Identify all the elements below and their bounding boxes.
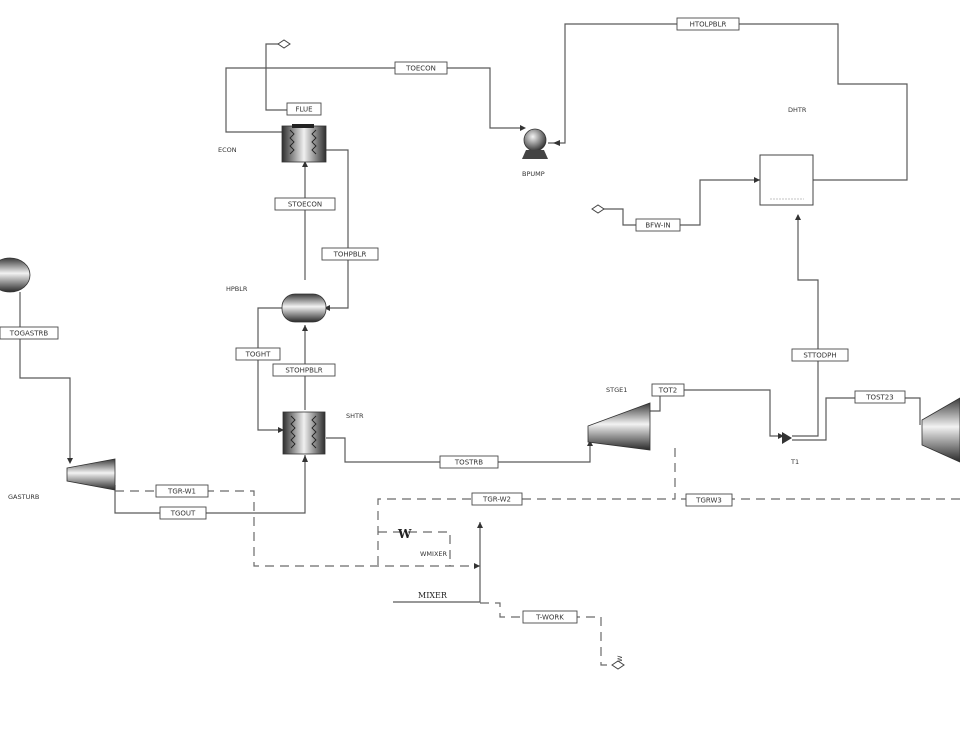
- block-label-t1: T1: [790, 458, 799, 466]
- block-label-bpump: BPUMP: [522, 170, 545, 178]
- block-label-wmixer: WMIXER: [420, 550, 448, 558]
- stream-label-tot2[interactable]: TOT2: [651, 383, 685, 397]
- block-label-stge1: STGE1: [606, 386, 627, 394]
- work-line-tgr-w2[interactable]: [377, 448, 676, 570]
- gasturb-turbine[interactable]: [66, 458, 116, 491]
- stream-line-tohpblr[interactable]: [325, 149, 349, 309]
- bpump-pump[interactable]: [522, 128, 548, 159]
- stream-line-bfw-in[interactable]: [598, 179, 760, 226]
- dhtr-block[interactable]: [759, 154, 814, 206]
- stream-label-toght[interactable]: TOGHT: [235, 347, 281, 361]
- stream-label-tost23[interactable]: TOST23: [854, 390, 906, 404]
- stream-line-toght[interactable]: [257, 307, 283, 431]
- stream-label-htolpblr[interactable]: HTOLPBLR: [676, 17, 740, 31]
- svg-text:TOGHT: TOGHT: [245, 351, 271, 359]
- work-line-mixer-feed[interactable]: [378, 531, 451, 566]
- block-label-gasturb: GASTURB: [8, 493, 39, 501]
- svg-text:STOECON: STOECON: [288, 201, 322, 209]
- block-label-hpblr: HPBLR: [226, 285, 248, 293]
- stge2-turbine[interactable]: [921, 397, 960, 463]
- svg-text:TOT2: TOT2: [658, 387, 678, 395]
- t1-splitter[interactable]: [782, 432, 792, 444]
- stream-line-togastrb[interactable]: [19, 292, 71, 461]
- stream-line-toecon[interactable]: [225, 67, 520, 133]
- svg-text:FLUE: FLUE: [295, 106, 312, 114]
- svg-text:STTODPH: STTODPH: [803, 352, 836, 360]
- stream-line-tot2[interactable]: [650, 389, 782, 437]
- stream-label-togastrb[interactable]: TOGASTRB: [0, 326, 59, 340]
- stream-label-flue[interactable]: FLUE: [286, 102, 322, 116]
- svg-text:TOST23: TOST23: [865, 394, 893, 402]
- flow-arrows: [67, 107, 801, 569]
- svg-text:T-WORK: T-WORK: [535, 614, 564, 622]
- stream-label-tgout[interactable]: TGOUT: [159, 506, 207, 520]
- stge1-turbine[interactable]: [587, 402, 651, 451]
- svg-text:TOGASTRB: TOGASTRB: [9, 330, 49, 338]
- econ-exchanger[interactable]: [281, 124, 327, 163]
- block-label-mixer: MIXER: [418, 591, 448, 600]
- stream-label-t-work[interactable]: T-WORK: [522, 610, 578, 624]
- stream-label-stoecon[interactable]: STOECON: [274, 197, 336, 211]
- stream-label-tgr-w1[interactable]: TGR-W1: [155, 484, 209, 498]
- hpblr-drum[interactable]: [281, 293, 327, 323]
- stream-line-htolpblr[interactable]: [548, 23, 908, 181]
- stream-label-tgr-w2[interactable]: TGR-W2: [471, 492, 523, 506]
- stream-label-stohpblr[interactable]: STOHPBLR: [272, 363, 336, 377]
- stream-line-econ-feed[interactable]: [265, 43, 288, 111]
- stream-label-sttodph[interactable]: STTODPH: [791, 348, 849, 362]
- svg-text:TOECON: TOECON: [405, 65, 436, 73]
- stream-line-sttodph[interactable]: [792, 215, 819, 437]
- work-line-t-work[interactable]: [480, 602, 613, 666]
- product-label-w: W: [616, 655, 624, 662]
- stream-label-tostrb[interactable]: TOSTRB: [439, 455, 499, 469]
- stream-label-tgrw3[interactable]: TGRW3: [685, 493, 733, 507]
- svg-text:TGR-W2: TGR-W2: [482, 496, 511, 504]
- block-label-econ: ECON: [218, 146, 237, 154]
- left-drum[interactable]: [0, 257, 31, 293]
- block-label-dhtr: DHTR: [788, 106, 807, 114]
- wmixer-w-mark: W: [397, 527, 412, 541]
- svg-text:STOHPBLR: STOHPBLR: [285, 367, 322, 375]
- bfw-valve-icon[interactable]: [591, 204, 605, 214]
- svg-text:HTOLPBLR: HTOLPBLR: [690, 21, 727, 29]
- stream-label-bfw-in[interactable]: BFW-IN: [635, 218, 681, 232]
- feed-valve-icon[interactable]: [277, 39, 291, 49]
- svg-text:TGOUT: TGOUT: [170, 510, 196, 518]
- svg-text:TGRW3: TGRW3: [695, 497, 722, 505]
- block-label-shtr: SHTR: [346, 412, 364, 420]
- stream-line-tgout[interactable]: [114, 455, 306, 514]
- stream-line-tostrb[interactable]: [326, 437, 591, 463]
- svg-text:BFW-IN: BFW-IN: [645, 222, 670, 230]
- w-product-valve-icon[interactable]: [611, 660, 625, 670]
- svg-text:TGR-W1: TGR-W1: [167, 488, 196, 496]
- stream-line-mixer-out[interactable]: [393, 522, 481, 603]
- stream-label-tohpblr[interactable]: TOHPBLR: [321, 247, 379, 261]
- stream-label-toecon[interactable]: TOECON: [394, 61, 448, 75]
- stream-line-tost23[interactable]: [792, 397, 921, 441]
- svg-text:TOSTRB: TOSTRB: [454, 459, 483, 467]
- shtr-exchanger[interactable]: [282, 411, 326, 455]
- svg-text:TOHPBLR: TOHPBLR: [333, 251, 367, 259]
